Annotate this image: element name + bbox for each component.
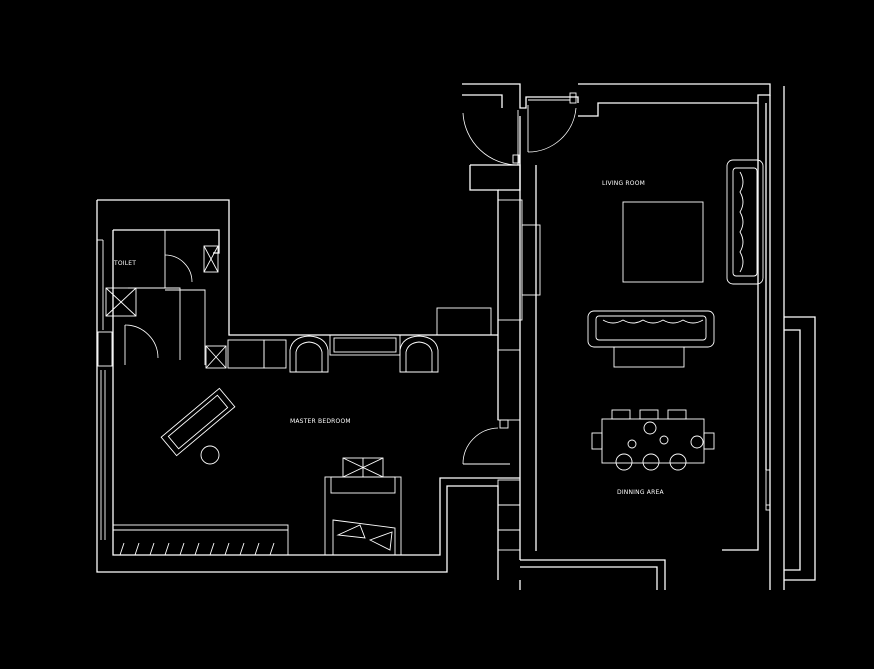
dining-area-label: DINNING AREA <box>617 489 664 496</box>
dining-furniture <box>591 409 715 471</box>
doors <box>124 92 577 465</box>
master-bedroom-label: MASTER BEDROOM <box>290 418 351 425</box>
exterior-walls <box>96 83 816 590</box>
living-room-label: LIVING ROOM <box>602 180 645 187</box>
living-furniture <box>587 159 764 368</box>
bedroom-furniture <box>112 334 439 556</box>
toilet-label: TOILET <box>113 260 136 267</box>
interior-partitions <box>97 199 541 551</box>
room-labels: TOILET LIVING ROOM MASTER BEDROOM DINNIN… <box>113 180 664 496</box>
